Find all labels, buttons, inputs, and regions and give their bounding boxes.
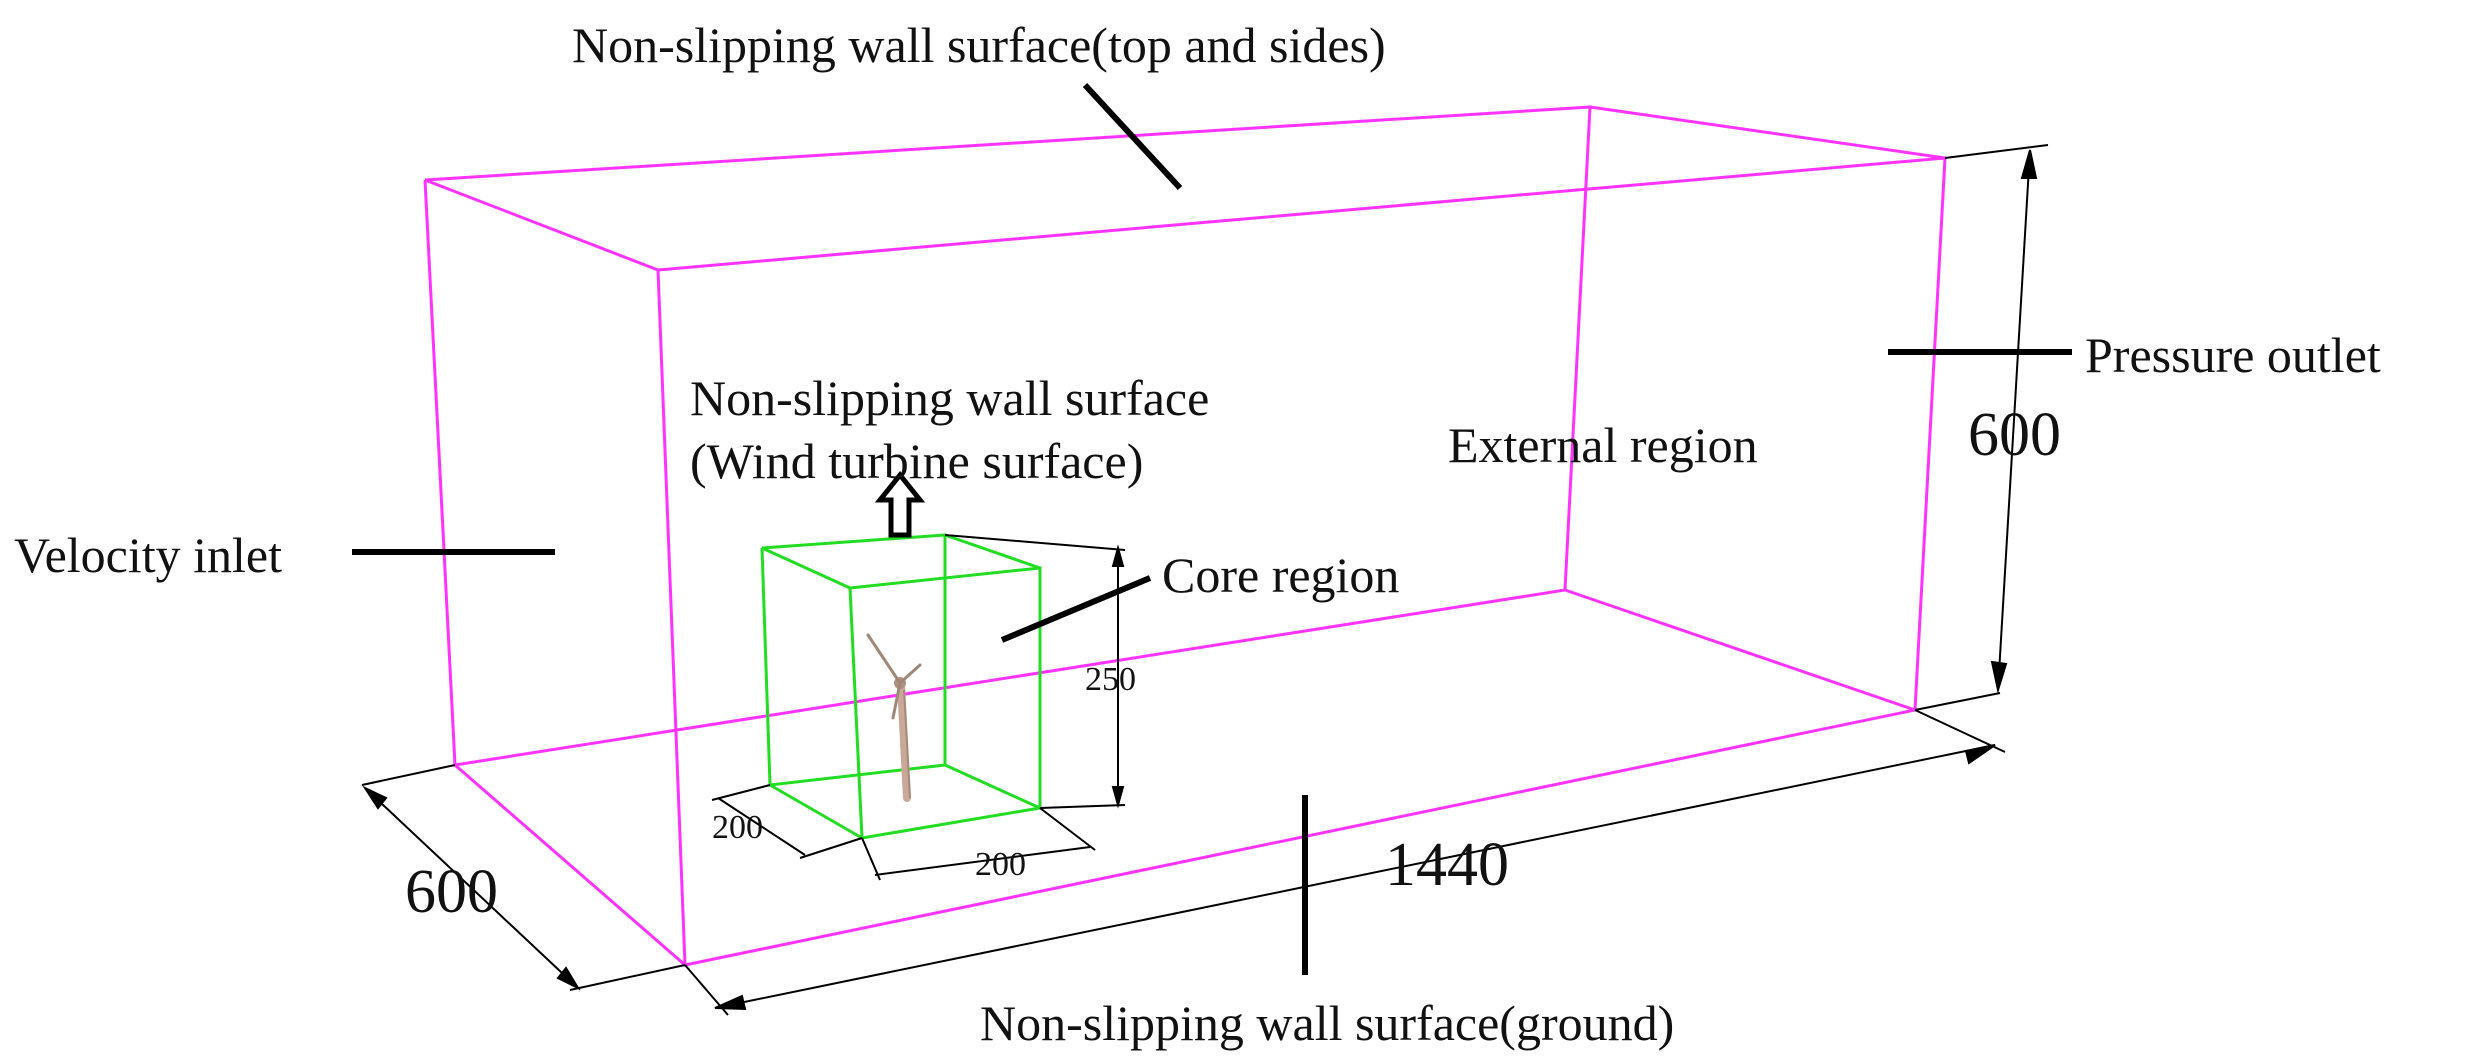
outer-edge-tr (1589, 105, 1946, 160)
leader-lines (352, 82, 2072, 975)
wind-turbine-icon (866, 633, 922, 802)
core-dim-width-ext-b (799, 837, 863, 859)
label-external-region: External region (1448, 417, 1758, 473)
leader-top-wall (1082, 82, 1183, 191)
dim-length-line (714, 744, 1996, 1009)
outer-domain-box (423, 105, 1947, 967)
dim-arrow (362, 785, 388, 810)
dim-width-line (364, 787, 579, 989)
dim-arrow (1964, 744, 1996, 765)
label-top-wall: Non-slipping wall surface(top and sides) (572, 17, 1386, 73)
dim-arrow (2020, 149, 2038, 179)
label-turbine-wall-line1: Non-slipping wall surface (690, 370, 1209, 426)
turbine-blade (891, 681, 902, 720)
core-edge-tr (944, 533, 1041, 570)
dim-height-line (1997, 149, 2031, 691)
dim-width-ext-front (569, 964, 686, 991)
turbine-blade (898, 663, 922, 685)
dim-label-domain-width: 600 (405, 858, 498, 926)
dim-arrow (1990, 660, 2008, 694)
core-dim-height-ext-top (944, 534, 1126, 551)
dim-length-ext-right (1914, 709, 2006, 753)
dim-label-core-height: 250 (1085, 661, 1136, 698)
dim-arrow (1111, 786, 1125, 809)
up-arrow-icon (874, 470, 926, 538)
core-dim-length-ext-b (1039, 807, 1096, 851)
turbine-tower (897, 681, 911, 802)
dim-width-ext-back (361, 764, 456, 786)
label-ground-wall: Non-slipping wall surface(ground) (980, 995, 1674, 1051)
core-dim-length-line (874, 846, 1091, 876)
dim-label-domain-height: 600 (1968, 401, 2061, 469)
dim-label-domain-length: 1440 (1385, 831, 1509, 899)
turbine-blade (866, 633, 902, 685)
core-edge-br (944, 763, 1041, 810)
label-pressure-outlet: Pressure outlet (2085, 327, 2381, 383)
dim-height-ext-top (1944, 144, 2049, 159)
core-dim-height-ext-bot (1039, 804, 1126, 809)
outer-edge-tl (424, 178, 659, 272)
core-dim-length-ext-a (861, 837, 881, 881)
core-edge-tl (761, 546, 851, 590)
leader-core-region (1000, 575, 1152, 643)
core-dim-width-ext-a (711, 784, 771, 801)
outer-edge-bl (454, 763, 686, 967)
turbine-tower-shade (903, 689, 911, 799)
dim-arrow (556, 966, 581, 991)
dimension-lines (361, 144, 2049, 1016)
label-turbine-wall-line2: (Wind turbine surface) (690, 433, 1143, 489)
core-dim-width-line (717, 797, 806, 856)
dim-label-core-width: 200 (712, 809, 763, 846)
dim-height-ext-bot (1914, 692, 2001, 711)
dim-label-core-length: 200 (975, 846, 1026, 883)
dim-arrow (714, 994, 747, 1011)
outer-edge-br (1564, 588, 1916, 712)
core-edge-bl (769, 783, 863, 840)
dim-arrow (1111, 544, 1125, 567)
label-core-region: Core region (1162, 547, 1399, 603)
label-velocity-inlet: Velocity inlet (14, 527, 282, 583)
